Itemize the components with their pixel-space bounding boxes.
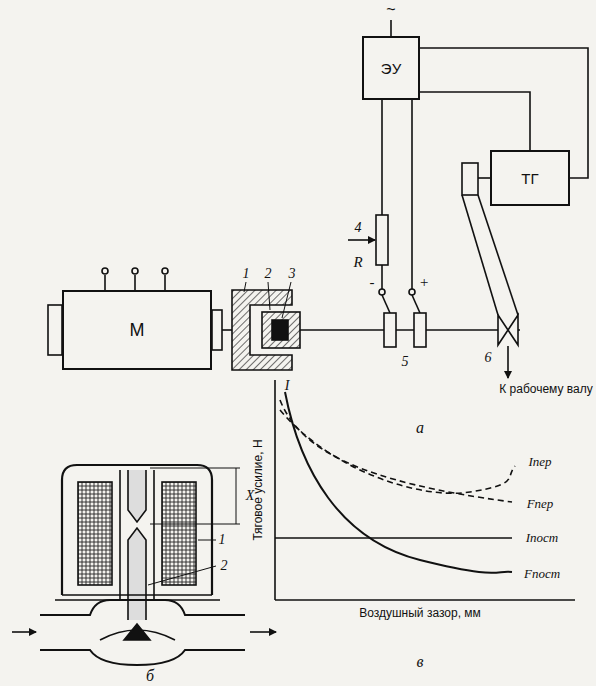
polarity-sign: +: [419, 274, 429, 291]
wire: [420, 92, 530, 150]
slider-arrow: [348, 239, 375, 241]
output-note: К рабочему валу: [499, 383, 593, 396]
callout-number: 6: [485, 350, 492, 365]
coil-1: [162, 482, 196, 585]
slip-ring: [414, 313, 426, 347]
curve-label: Fпер: [527, 497, 554, 511]
curve-i-const: [275, 537, 512, 539]
figure-letter: в: [417, 653, 424, 671]
clutch-part-2: [262, 312, 300, 348]
slip-ring: [384, 313, 396, 347]
box-label: ЭУ: [381, 60, 401, 77]
tachogenerator-box: ТГ: [490, 150, 570, 206]
callout-number: 1: [219, 532, 226, 547]
resistor-symbol: [376, 215, 388, 265]
polarity-sign: -: [370, 274, 375, 291]
box-label: ТГ: [521, 170, 538, 187]
axis-symbol: I: [285, 378, 290, 393]
chart-c: [275, 380, 575, 600]
curve-label: Iпер: [528, 455, 551, 469]
terminal: [379, 289, 385, 295]
resistor-name: R: [353, 254, 362, 271]
box-label: M: [130, 320, 145, 341]
solenoid-valve-b: [12, 465, 276, 665]
curve-i-var: [280, 410, 515, 493]
supply-symbol: ~: [386, 1, 395, 19]
figure-letter: а: [416, 419, 424, 437]
motor-box: M: [62, 290, 212, 370]
axis-title: Воздушный зазор, мм: [359, 607, 481, 620]
plunger-2: [128, 528, 146, 620]
curve-f-var: [280, 400, 512, 502]
axis-title: Тяговое усилие, Н: [252, 439, 265, 540]
callout-number: 4: [355, 220, 362, 235]
callout-number: 5: [402, 354, 409, 369]
curve-label: Fпост: [524, 567, 560, 581]
callout-number: 3: [289, 266, 296, 281]
figure-letter: б: [146, 667, 154, 685]
terminal: [409, 289, 415, 295]
control-unit-box: ЭУ: [362, 36, 420, 100]
callout-number: 1: [243, 266, 250, 281]
curve-f-const: [285, 392, 512, 573]
coil-1: [78, 482, 112, 585]
curve-label: Iпост: [526, 531, 559, 545]
gear-6: [498, 315, 518, 345]
callout-number: 2: [221, 558, 228, 573]
callout-number: 2: [265, 266, 272, 281]
scheme-a: [48, 20, 520, 378]
clutch-coil-3: [272, 320, 288, 340]
